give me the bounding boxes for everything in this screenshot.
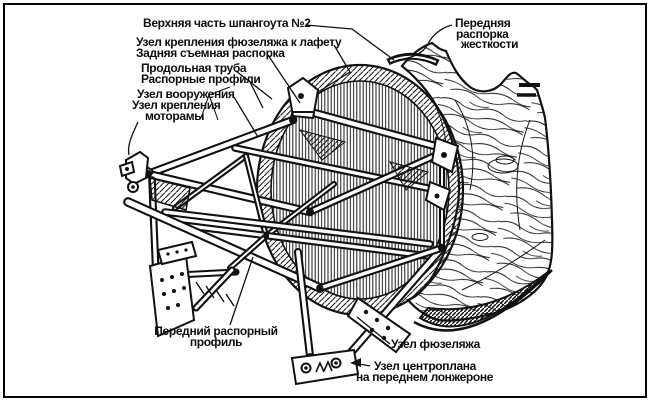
leader-front-stiffener — [397, 24, 453, 61]
label-armament-node: Узел вооружения — [137, 87, 235, 101]
arrowhead — [350, 358, 361, 367]
label-centerplane-node-line1: Узел центроплана — [374, 359, 477, 373]
leader-armament-node — [233, 96, 259, 138]
label-front-stiffener-line1: Передняя — [455, 16, 511, 30]
wheel-well — [413, 269, 553, 332]
label-spacer-profiles: Распорные профили — [141, 72, 261, 86]
label-front-stiffener-line2: распорка — [456, 26, 509, 41]
leader-front-profile — [229, 256, 254, 326]
leader-lines — [127, 24, 453, 367]
label-front-profile: Передний распорный профиль — [150, 324, 282, 349]
leader-engine-mount — [127, 121, 139, 156]
leader-caret — [200, 86, 231, 121]
label-centerplane-node-line2: на переднем лонжероне — [356, 370, 494, 384]
label-front-profile-line1: Передний распорный — [154, 324, 278, 338]
fittings — [118, 76, 460, 386]
label-rear-strut: Задняя съемная распорка — [136, 46, 285, 60]
label-longitudinal-tube: Продольная труба — [141, 61, 247, 75]
label-frame-top: Верхняя часть шпангоута №2 — [143, 16, 311, 30]
leader-frame-top — [305, 24, 395, 61]
label-front-stiffener-line3: жесткости — [461, 37, 519, 51]
leader-rear-strut — [267, 54, 301, 104]
leader-spacer-profiles — [248, 79, 264, 109]
engine-mount-lug — [125, 150, 150, 186]
fuselage-node-gusset — [346, 296, 412, 354]
corner-gusset — [149, 177, 191, 211]
leader-longitudinal-tube — [235, 70, 273, 100]
hatch-patch — [298, 129, 347, 161]
bolt-marks — [315, 360, 333, 373]
leader-fuselage-mount — [317, 44, 351, 93]
label-engine-mount-line2: моторамы — [145, 108, 205, 123]
leader-fuselage-node — [356, 316, 391, 345]
label-front-profile-line2: профиль — [189, 334, 243, 349]
label-fuselage-mount: Узел крепления фюзеляжа к лафету — [136, 35, 342, 49]
label-fuselage-node: Узел фюзеляжа — [391, 337, 480, 351]
label-engine-mount-line1: Узел крепления — [132, 98, 221, 112]
